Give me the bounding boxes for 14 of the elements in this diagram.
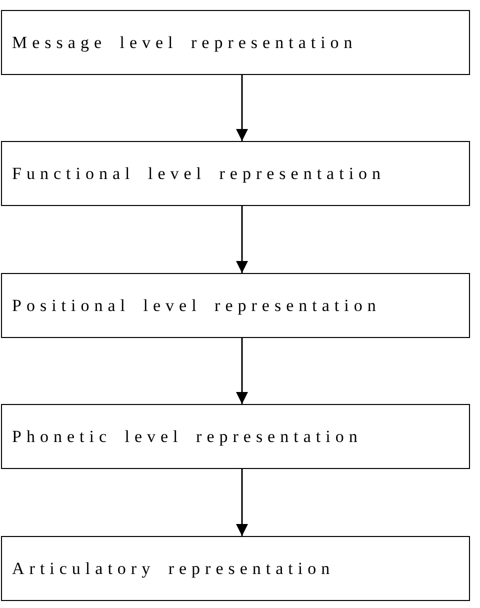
arrow	[236, 469, 248, 536]
box-label: Message level representation	[12, 32, 358, 54]
arrow	[236, 338, 248, 404]
arrow	[236, 75, 248, 141]
box-label: Articulatory representation	[12, 558, 335, 580]
process-box	[1, 536, 470, 601]
process-box	[1, 141, 470, 206]
box-label: Phonetic level representation	[12, 426, 362, 448]
box-label: Functional level representation	[12, 162, 386, 185]
box-label: Positional level representation	[12, 294, 381, 317]
process-box	[1, 10, 470, 75]
process-box	[1, 404, 470, 469]
process-box	[1, 273, 470, 338]
arrow	[236, 206, 248, 273]
